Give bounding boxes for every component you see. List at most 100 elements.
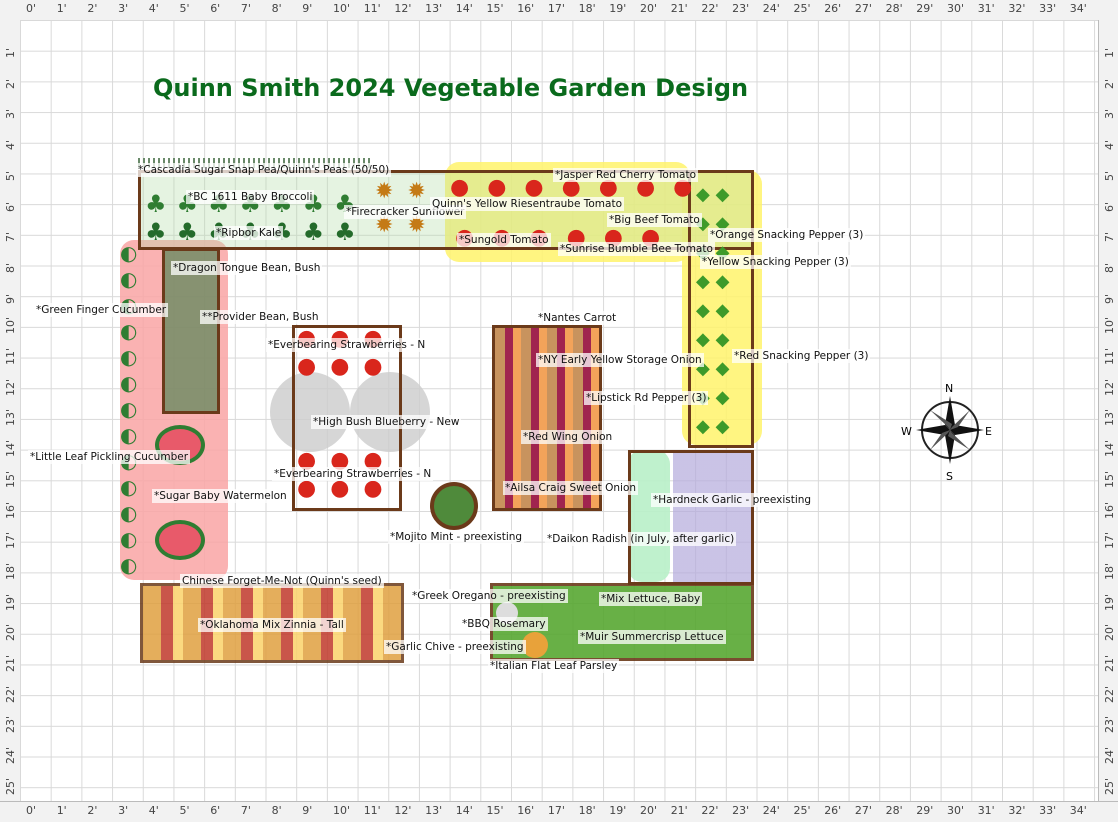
- compass-rose-icon: N S E W: [901, 380, 995, 484]
- label-yellow-tomato: Quinn's Yellow Riesentraube Tomato: [430, 197, 625, 211]
- bed-garlic[interactable]: [628, 450, 754, 585]
- ruler-tick: 13': [1103, 409, 1116, 427]
- ruler-tick: 12': [1103, 378, 1116, 396]
- ruler-tick: 23': [1103, 716, 1116, 734]
- ruler-tick: 19': [4, 593, 17, 611]
- ruler-tick: 11': [363, 2, 381, 15]
- ruler-tick: 12': [4, 378, 17, 396]
- ruler-tick: 13': [425, 2, 443, 15]
- ruler-tick: 20': [640, 2, 658, 15]
- ruler-tick: 4': [148, 804, 159, 817]
- label-kale: *Ripbor Kale: [214, 226, 284, 240]
- herb-circle-parsley: [522, 632, 548, 658]
- compass-e: E: [985, 425, 992, 438]
- ruler-tick: 13': [425, 804, 443, 817]
- ruler-tick: 20': [640, 804, 658, 817]
- ruler-tick: 1': [56, 2, 67, 15]
- ruler-tick: 17': [4, 532, 17, 550]
- label-bumble-bee: *Sunrise Bumble Bee Tomato: [558, 242, 715, 256]
- ruler-tick: 21': [4, 654, 17, 672]
- ruler-tick: 25': [793, 2, 811, 15]
- bed-left-beans[interactable]: [162, 248, 220, 414]
- label-blueberry: *High Bush Blueberry - New: [311, 415, 462, 429]
- ruler-tick: 22': [4, 685, 17, 703]
- ruler-tick: 14': [1103, 440, 1116, 458]
- ruler-tick: 22': [1103, 685, 1116, 703]
- ruler-tick: 9': [302, 2, 313, 15]
- mint-pot[interactable]: [430, 482, 478, 530]
- ruler-tick: 1': [4, 47, 17, 58]
- watermelon-icon-2: [155, 520, 205, 560]
- ruler-tick: 3': [118, 2, 129, 15]
- ruler-tick: 24': [762, 804, 780, 817]
- ruler-tick: 33': [1039, 2, 1057, 15]
- ruler-tick: 7': [1103, 232, 1116, 243]
- label-dragon-bean: *Dragon Tongue Bean, Bush: [171, 261, 323, 275]
- ruler-tick: 5': [1103, 170, 1116, 181]
- ruler-tick: 31': [977, 2, 995, 15]
- label-oregano: *Greek Oregano - preexisting: [410, 589, 568, 603]
- ruler-tick: 12': [394, 804, 412, 817]
- ruler-tick: 7': [4, 232, 17, 243]
- ruler-tick: 14': [455, 804, 473, 817]
- ruler-tick: 18': [1103, 562, 1116, 580]
- ruler-tick: 11': [1103, 347, 1116, 365]
- ruler-tick: 9': [4, 293, 17, 304]
- ruler-tick: 18': [578, 804, 596, 817]
- cucumber-icons: ◐◐◐◐◐◐◐◐◐◐◐◐◐: [120, 241, 138, 577]
- bottom-ruler: 0'1'2'3'4'5'6'7'8'9'10'11'12'13'14'15'16…: [0, 801, 1118, 822]
- ruler-tick: 32': [1008, 804, 1026, 817]
- compass-n: N: [945, 382, 954, 395]
- ruler-tick: 5': [4, 170, 17, 181]
- ruler-tick: 28': [885, 2, 903, 15]
- ruler-tick: 14': [4, 440, 17, 458]
- label-radish: *Daikon Radish (in July, after garlic): [545, 532, 737, 546]
- left-ruler: 1'2'3'4'5'6'7'8'9'10'11'12'13'14'15'16'1…: [0, 20, 21, 801]
- ruler-tick: 34': [1069, 804, 1087, 817]
- ruler-tick: 6': [210, 804, 221, 817]
- ruler-tick: 29': [916, 2, 934, 15]
- ruler-tick: 8': [1103, 262, 1116, 273]
- ruler-tick: 3': [118, 804, 129, 817]
- ruler-tick: 18': [578, 2, 596, 15]
- ruler-tick: 20': [1103, 624, 1116, 642]
- ruler-tick: 28': [885, 804, 903, 817]
- ruler-tick: 2': [1103, 78, 1116, 89]
- ruler-tick: 25': [1103, 777, 1116, 795]
- label-carrot: *Nantes Carrot: [536, 311, 619, 325]
- label-lettuce-mix: *Mix Lettuce, Baby: [599, 592, 703, 606]
- label-parsley: *Italian Flat Leaf Parsley: [488, 659, 620, 673]
- ruler-tick: 7': [240, 804, 251, 817]
- ruler-tick: 9': [302, 804, 313, 817]
- label-big-beef: *Big Beef Tomato: [607, 213, 702, 227]
- label-red-pepper: *Red Snacking Pepper (3): [732, 349, 871, 363]
- ruler-tick: 34': [1069, 2, 1087, 15]
- ruler-tick: 4': [1103, 140, 1116, 151]
- ruler-tick: 30': [947, 2, 965, 15]
- page-title: Quinn Smith 2024 Vegetable Garden Design: [153, 74, 749, 102]
- blueberry-circle-1: [270, 372, 350, 452]
- ruler-tick: 15': [486, 2, 504, 15]
- ruler-tick: 29': [916, 804, 934, 817]
- compass-w: W: [901, 425, 912, 438]
- ruler-tick: 3': [4, 109, 17, 120]
- ruler-tick: 33': [1039, 804, 1057, 817]
- ruler-tick: 23': [732, 804, 750, 817]
- ruler-tick: 2': [87, 804, 98, 817]
- bed-right-pepper[interactable]: [688, 170, 754, 448]
- ruler-tick: 19': [1103, 593, 1116, 611]
- ruler-tick: 16': [4, 501, 17, 519]
- ruler-tick: 14': [455, 2, 473, 15]
- ruler-tick: 0': [26, 2, 37, 15]
- ruler-tick: 16': [517, 2, 535, 15]
- ruler-tick: 5': [179, 2, 190, 15]
- ruler-tick: 19': [609, 2, 627, 15]
- ruler-tick: 10': [4, 317, 17, 335]
- ruler-tick: 21': [670, 804, 688, 817]
- label-provider-bean: **Provider Bean, Bush: [200, 310, 321, 324]
- compass-s: S: [946, 470, 953, 483]
- ruler-tick: 31': [977, 804, 995, 817]
- label-ny-onion: *NY Early Yellow Storage Onion: [536, 353, 704, 367]
- ruler-tick: 9': [1103, 293, 1116, 304]
- ruler-tick: 16': [1103, 501, 1116, 519]
